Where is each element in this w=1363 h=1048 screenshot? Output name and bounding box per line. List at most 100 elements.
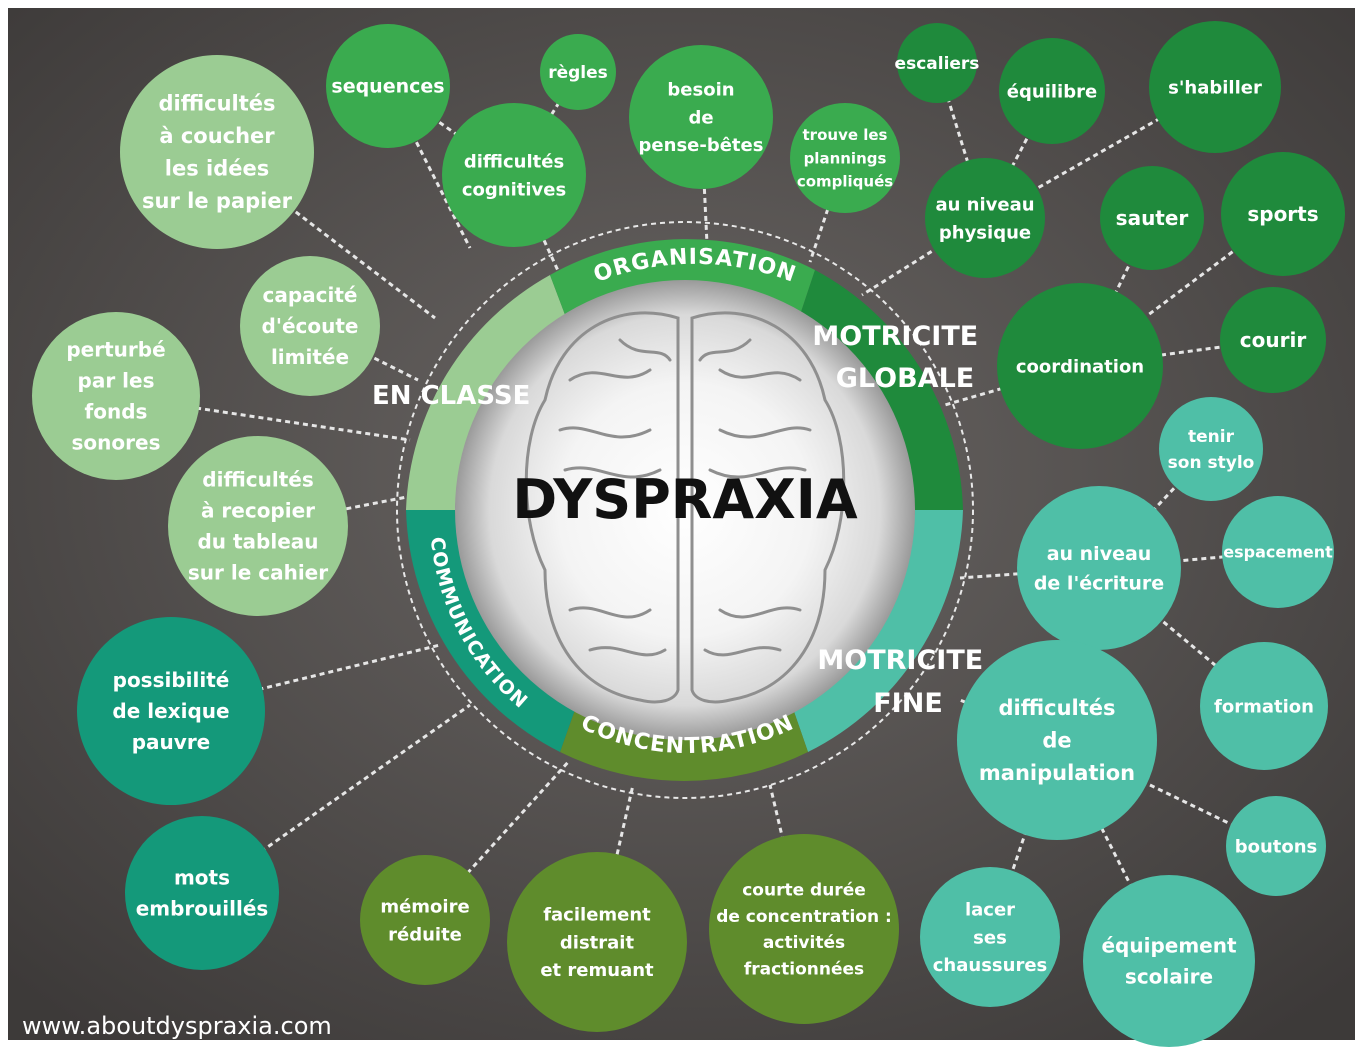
bubble-label-line: sports — [1247, 202, 1318, 226]
bubble-label-line: équipement — [1101, 934, 1236, 958]
bubble-label-line: pense-bêtes — [639, 135, 764, 156]
bubble-label-niveau-ecriture: au niveau de l'écriture — [1034, 543, 1164, 594]
bubble-label-line: difficultés — [202, 468, 313, 492]
connector-coordination — [944, 364, 1081, 407]
bubble-label-line: de lexique — [112, 699, 229, 723]
bubble-label-courir: courir — [1240, 328, 1307, 352]
bubble-circle-courir — [1220, 287, 1326, 393]
bubble-circle-equipement-scolaire — [1083, 875, 1255, 1047]
bubble-label-lexique-pauvre: possibilité de lexique pauvre — [112, 668, 229, 754]
bubble-circle-memoire-reduite — [360, 855, 490, 985]
bubble-regles: règles — [540, 34, 616, 110]
bubble-sequences: sequences — [326, 24, 450, 148]
bubble-label-line: activités — [763, 933, 845, 953]
bubble-circle-trouve-plannings — [790, 103, 900, 213]
bubble-label-line: mots — [174, 866, 230, 890]
bubble-label-line: chaussures — [933, 955, 1048, 976]
ring-dashed-outer — [396, 221, 974, 799]
connector-au-niveau-physique — [861, 216, 986, 297]
bubble-label-line: les idées — [165, 157, 269, 181]
bubble-label-espacement: espacement — [1223, 543, 1333, 562]
bubble-equipement-scolaire: équipement scolaire — [1083, 875, 1255, 1047]
bubble-coordination: coordination — [997, 283, 1163, 449]
bubble-label-line: manipulation — [979, 761, 1135, 785]
bubble-label-line: facilement — [543, 904, 651, 925]
bubble-facilement-distrait: facilement distrait et remuant — [507, 852, 687, 1032]
bubble-circle-facilement-distrait — [507, 852, 687, 1032]
bubble-boutons: boutons — [1226, 796, 1326, 896]
connector-difficultes-recopier — [257, 494, 413, 528]
bubble-label-line: sequences — [331, 76, 444, 98]
bubble-label-mots-embrouilles: mots embrouillés — [136, 866, 269, 921]
bubble-label-line: de l'écriture — [1034, 572, 1164, 594]
bubble-label-line: à coucher — [159, 124, 275, 148]
category-label-motricite-fine: MOTRICITE FINE — [817, 645, 992, 719]
bubble-label-line: fonds — [85, 400, 148, 424]
bubble-label-line: de concentration : — [716, 907, 892, 927]
bubble-label-line: sur le cahier — [188, 561, 328, 585]
bubble-label-line: sauter — [1116, 206, 1189, 230]
bubble-circle-difficultes-manipulation — [957, 640, 1157, 840]
bubble-circle-courte-duree — [709, 834, 899, 1024]
brain-disc — [455, 280, 915, 740]
bubble-label-line: escaliers — [895, 54, 980, 74]
bubble-espacement: espacement — [1222, 496, 1334, 608]
bubble-label-line: sonores — [72, 431, 161, 455]
bubbles: difficultés à coucher les idées sur le papi… — [32, 21, 1345, 1047]
bubble-circle-sports — [1221, 152, 1345, 276]
bubble-label-line: capacité — [263, 283, 358, 307]
bubble-label-sauter: sauter — [1116, 206, 1189, 230]
bubble-label-sports: sports — [1247, 202, 1318, 226]
category-label-motricite-globale: MOTRICITE GLOBALE — [812, 321, 987, 394]
bubble-circle-difficultes-recopier — [168, 436, 348, 616]
ring-segment-en-classe — [406, 275, 567, 510]
bubble-label-boutons: boutons — [1235, 836, 1318, 857]
bubble-circle-boutons — [1226, 796, 1326, 896]
bubble-label-line: et remuant — [540, 960, 654, 981]
watermark-url: www.aboutdyspraxia.com — [22, 1012, 332, 1040]
bubble-label-line: sur le papier — [142, 189, 293, 213]
bubble-label-line: pauvre — [132, 730, 211, 754]
bubble-label-line: par les — [78, 369, 155, 393]
bubble-label-line: scolaire — [1125, 965, 1213, 989]
bubble-label-line: au niveau — [935, 194, 1034, 215]
bubble-label-line: possibilité — [113, 668, 230, 692]
bubble-circle-lexique-pauvre — [77, 617, 265, 805]
bubble-escaliers: escaliers — [895, 23, 980, 103]
bubble-label-line: boutons — [1235, 836, 1318, 857]
bubble-circle-regles — [540, 34, 616, 110]
bubble-mots-embrouilles: mots embrouillés — [125, 816, 279, 970]
bubble-label-line: courte durée — [742, 880, 866, 900]
bubble-circle-s-habiller — [1149, 21, 1281, 153]
bubble-circle-mots-embrouilles — [125, 816, 279, 970]
bubble-circle-sauter — [1100, 166, 1204, 270]
bubble-circle-au-niveau-physique — [925, 158, 1045, 278]
bubble-label-coordination: coordination — [1016, 356, 1144, 377]
bubble-label-line: distrait — [560, 932, 635, 953]
bubble-label-line: au niveau — [1047, 543, 1152, 565]
bubble-circle-tenir-stylo — [1159, 397, 1263, 501]
bubble-circle-equilibre — [999, 38, 1105, 144]
bubble-circle-coordination — [997, 283, 1163, 449]
bubble-label-line: embrouillés — [136, 897, 269, 921]
bubble-s-habiller: s'habiller — [1149, 21, 1281, 153]
ring-segment-motricite-globale — [800, 270, 963, 510]
bubble-label-line: cognitives — [462, 179, 566, 200]
category-label-motricite-globale-line1: MOTRICITE — [812, 321, 978, 352]
ring-segment-organisation — [550, 239, 815, 320]
bubble-circle-espacement — [1222, 496, 1334, 608]
bubble-label-line: trouve les — [803, 126, 888, 144]
